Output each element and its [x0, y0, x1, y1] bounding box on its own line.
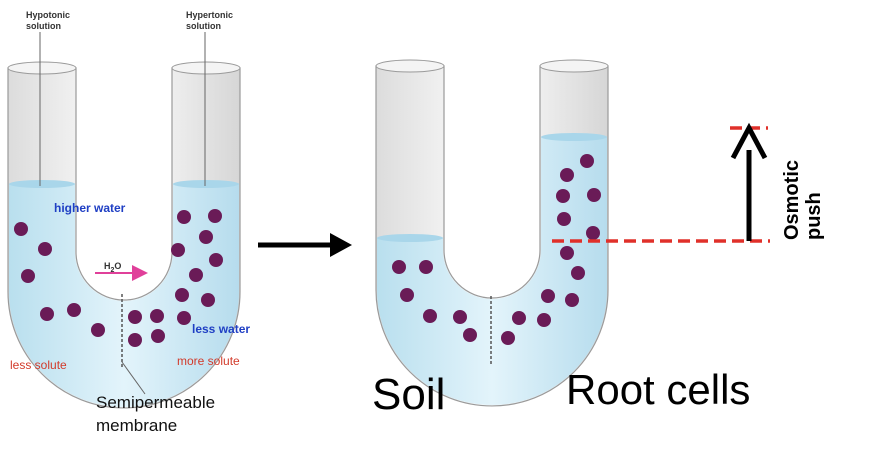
less-solute-label: less solute — [10, 358, 67, 372]
left-solute-particles — [14, 209, 223, 347]
osmotic-push-label: Osmoticpush — [781, 160, 825, 240]
right-u-tube — [375, 59, 609, 407]
left-u-tube — [7, 32, 241, 409]
less-water-label: less water — [192, 322, 250, 336]
root-cells-label: Root cells — [566, 366, 750, 413]
osmotic-push-indicator: Osmoticpush — [552, 122, 825, 243]
soil-label: Soil — [372, 370, 445, 419]
push-arrow-head — [730, 122, 768, 160]
more-solute-label: more solute — [177, 354, 240, 368]
transition-arrow — [258, 233, 352, 257]
right-solute-particles — [392, 154, 601, 345]
higher-water-label: higher water — [54, 201, 126, 215]
right-tube-solution — [377, 137, 607, 405]
left-tube-solution — [9, 184, 239, 407]
h2o-label: H2O — [104, 261, 121, 274]
